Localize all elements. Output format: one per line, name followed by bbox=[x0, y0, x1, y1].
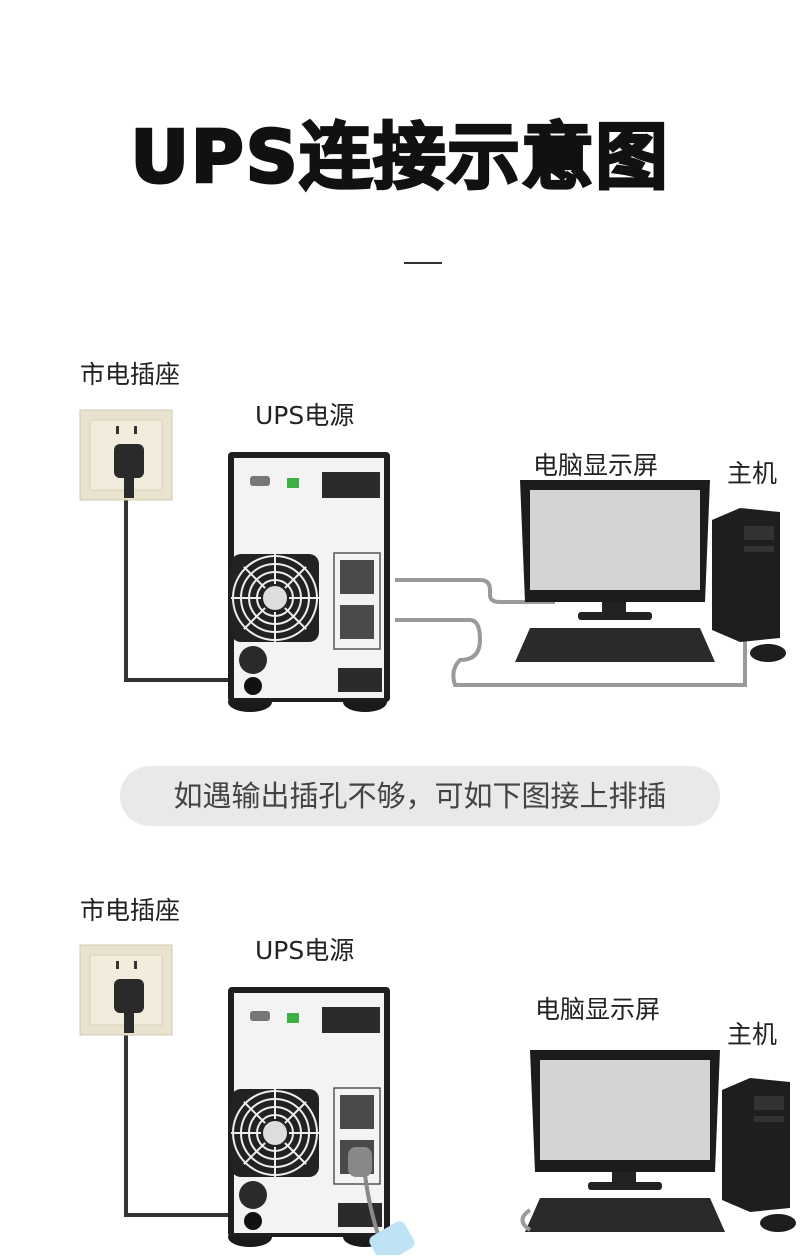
title-divider bbox=[404, 262, 442, 264]
mouse bbox=[760, 1214, 796, 1232]
wall-outlet bbox=[79, 409, 173, 501]
wall-outlet bbox=[79, 944, 173, 1036]
hand-plugging-icon bbox=[348, 1147, 372, 1177]
snmp-slot bbox=[322, 1007, 380, 1033]
serial-port bbox=[250, 1011, 270, 1021]
output-socket bbox=[340, 605, 374, 639]
snmp-slot bbox=[322, 472, 380, 498]
output-socket bbox=[340, 560, 374, 594]
output-cables bbox=[395, 578, 747, 687]
output-sockets-panel bbox=[333, 1087, 381, 1185]
ups-unit bbox=[228, 452, 390, 712]
mains-cable bbox=[124, 498, 245, 682]
host-label: 主机 bbox=[727, 459, 778, 488]
monitor-label: 电脑显示屏 bbox=[533, 451, 659, 480]
computer-monitor bbox=[520, 480, 710, 620]
plug-icon bbox=[114, 444, 144, 498]
mains-cable bbox=[124, 1033, 245, 1217]
keyboard bbox=[525, 1198, 725, 1232]
wall-outlet-label: 市电插座 bbox=[80, 896, 181, 925]
connection-diagram-direct bbox=[0, 340, 800, 720]
diagram-illustration bbox=[79, 409, 786, 712]
monitor-label: 电脑显示屏 bbox=[535, 995, 661, 1024]
page-title: UPS连接示意图 bbox=[129, 114, 670, 201]
epo-connector bbox=[287, 1013, 299, 1023]
breaker-icon bbox=[239, 646, 267, 674]
battery-port bbox=[338, 668, 382, 692]
host-label: 主机 bbox=[727, 1020, 778, 1049]
serial-port bbox=[250, 476, 270, 486]
plug-icon bbox=[114, 979, 144, 1033]
keyboard bbox=[515, 628, 715, 662]
fan-icon bbox=[231, 554, 319, 642]
host-tower bbox=[722, 1078, 790, 1212]
diagram-illustration bbox=[79, 944, 796, 1259]
ups-label: UPS电源 bbox=[255, 936, 355, 965]
epo-connector bbox=[287, 478, 299, 488]
ac-input-socket bbox=[244, 677, 262, 695]
output-sockets-panel bbox=[333, 552, 381, 650]
ups-label: UPS电源 bbox=[255, 401, 355, 430]
computer-monitor bbox=[530, 1050, 720, 1190]
ac-input-socket bbox=[244, 1212, 262, 1230]
fan-icon bbox=[231, 1089, 319, 1177]
mouse bbox=[750, 644, 786, 662]
connection-diagram-power-strip bbox=[0, 875, 800, 1259]
power-strip-note: 如遇输出插孔不够，可如下图接上排插 bbox=[120, 766, 720, 826]
host-tower bbox=[712, 508, 780, 642]
wall-outlet-label: 市电插座 bbox=[80, 360, 181, 389]
output-socket bbox=[340, 1095, 374, 1129]
ups-unit bbox=[228, 987, 415, 1259]
breaker-icon bbox=[239, 1181, 267, 1209]
